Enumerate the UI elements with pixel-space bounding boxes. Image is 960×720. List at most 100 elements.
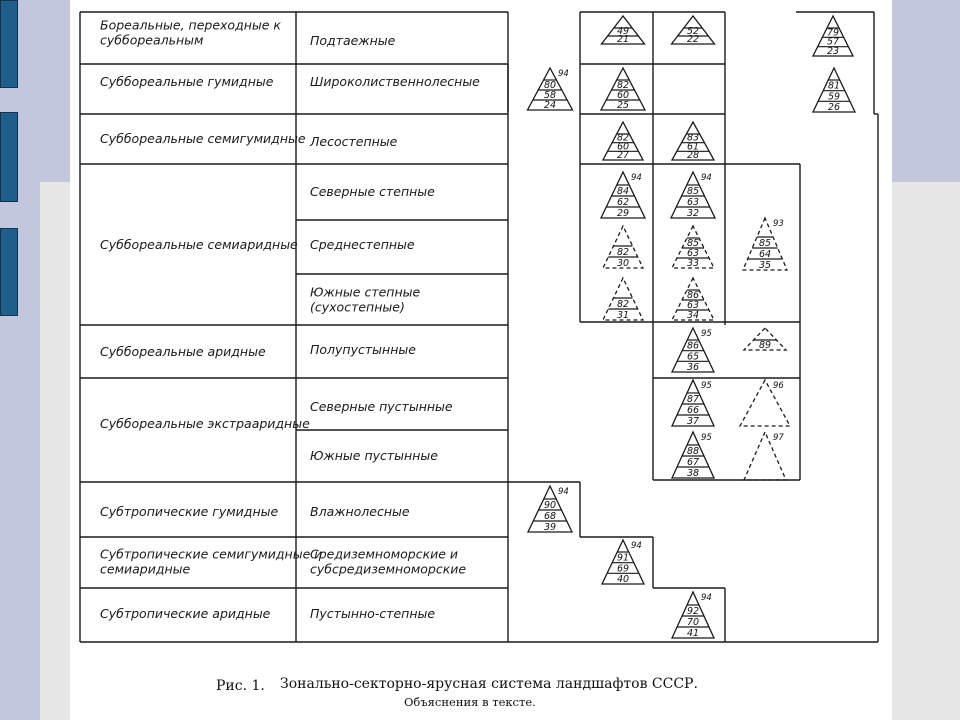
pyramid-value: 83	[687, 133, 699, 144]
pyramid-altitude-tag: 94	[558, 69, 569, 79]
pyramid-value: 41	[687, 628, 699, 639]
pyramid-value: 60	[617, 90, 629, 101]
pyramid-value: 67	[687, 457, 699, 468]
pyramid-value: 82	[617, 247, 629, 258]
pyramid-value: 29	[617, 208, 629, 219]
pyramid-value: 39	[544, 522, 556, 533]
pyramid-value: 84	[617, 186, 629, 197]
landscape-tier-pyramid: 96	[738, 378, 792, 427]
pyramid-value: 79	[827, 27, 839, 38]
landscape-type-label: Широколиственнолесные	[310, 74, 480, 89]
pyramid-value: 87	[687, 394, 699, 405]
zone-label: Суббореальные семиаридные	[100, 237, 298, 252]
landscape-type-label: Северные пустынные	[310, 399, 453, 414]
pyramid-value: 63	[687, 197, 699, 208]
landscape-type-label: Южные пустынные	[310, 448, 438, 463]
pyramid-value: 38	[687, 468, 699, 479]
pyramid-value: 85	[687, 238, 699, 249]
landscape-type-label: Влажнолесные	[310, 504, 410, 519]
pyramid-value: 70	[687, 617, 699, 628]
zone-label: Суббореальные гумидные	[100, 74, 274, 89]
figure-caption-title: Зонально-секторно-ярусная система ландша…	[280, 676, 698, 692]
landscape-type-label: Лесостепные	[309, 134, 398, 149]
pyramid-value: 26	[828, 102, 840, 113]
pyramid-value: 22	[687, 34, 699, 45]
pyramid-value: 82	[617, 80, 629, 91]
pyramid-value: 63	[687, 248, 699, 259]
pyramid-value: 30	[617, 258, 629, 269]
pyramid-value: 68	[544, 511, 556, 522]
pyramid-value: 81	[828, 81, 840, 92]
landscape-type-label: Подтаежные	[310, 33, 396, 48]
pyramid-altitude-tag: 93	[773, 219, 784, 229]
pyramid-value: 57	[827, 37, 839, 48]
figure-caption-note: Объяснения в тексте.	[404, 695, 536, 709]
pyramid-value: 28	[687, 150, 699, 161]
pyramid-value: 85	[759, 238, 771, 249]
landscape-type-label: Северные степные	[310, 184, 435, 199]
pyramid-value: 31	[617, 310, 629, 321]
pyramid-value: 62	[617, 197, 629, 208]
zone-label: Субтропические аридные	[100, 606, 271, 621]
pyramid-value: 66	[687, 405, 699, 416]
landscape-tier-pyramid: 89	[742, 327, 788, 351]
pyramid-value: 33	[687, 258, 699, 269]
pyramid-value: 32	[687, 208, 699, 219]
pyramid-altitude-tag: 96	[773, 381, 784, 391]
pyramid-value: 60	[617, 141, 629, 152]
pyramid-value: 69	[617, 563, 629, 574]
pyramid-value: 86	[687, 290, 699, 301]
landscape-type-label: Пустынно-степные	[310, 606, 435, 621]
pyramid-altitude-tag: 95	[701, 381, 712, 391]
pyramid-value: 85	[687, 186, 699, 197]
zone-label: Суббореальные экстрааридные	[100, 416, 310, 431]
pyramid-value: 23	[827, 46, 839, 57]
pyramid-altitude-tag: 94	[701, 173, 712, 183]
pyramid-altitude-tag: 95	[701, 433, 712, 443]
landscape-type-label: Среднестепные	[310, 237, 415, 252]
pyramid-value: 82	[617, 133, 629, 144]
pyramid-value: 49	[617, 26, 629, 37]
pyramid-value: 37	[687, 416, 699, 427]
pyramid-value: 27	[617, 150, 629, 161]
pyramid-value: 25	[617, 100, 629, 111]
pyramid-value: 82	[617, 299, 629, 310]
pyramid-value: 91	[617, 553, 629, 564]
pyramid-value: 35	[759, 260, 771, 271]
pyramid-value: 90	[544, 500, 556, 511]
pyramid-value: 40	[617, 574, 629, 585]
landscape-type-label: Полупустынные	[310, 342, 416, 357]
pyramid-value: 58	[544, 90, 556, 101]
pyramid-value: 24	[544, 100, 556, 111]
zone-label: Суббореальные аридные	[100, 344, 266, 359]
pyramid-value: 61	[687, 141, 699, 152]
side-decoration-bar	[0, 228, 18, 316]
left-decoration-strip	[0, 0, 20, 720]
pyramid-altitude-tag: 95	[701, 329, 712, 339]
pyramid-value: 21	[617, 34, 629, 45]
side-decoration-bar	[0, 0, 18, 88]
